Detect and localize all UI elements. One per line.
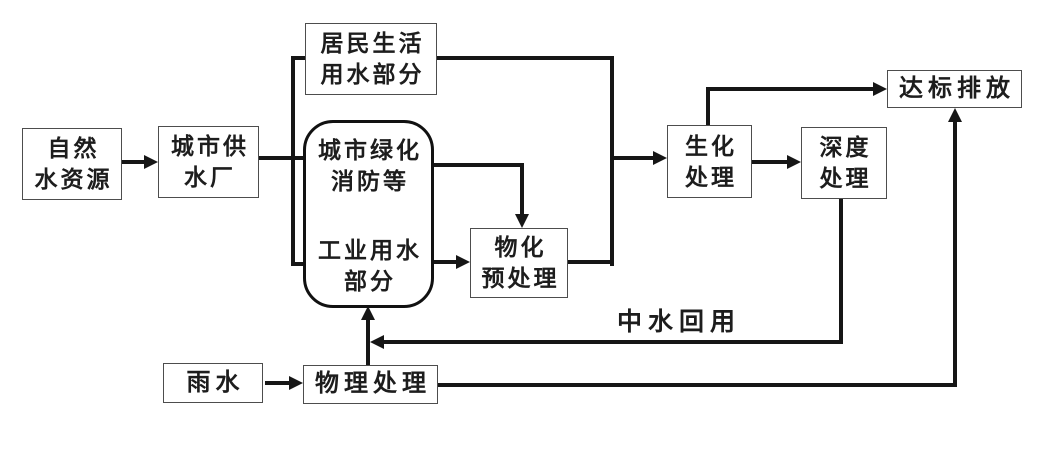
arrowhead-right-icon bbox=[456, 255, 470, 269]
edge-collector-vertical-line bbox=[610, 56, 614, 266]
node-label: 用水部分 bbox=[320, 62, 425, 87]
node-city-water-plant: 城市供 水厂 bbox=[158, 126, 259, 198]
node-label: 雨水 bbox=[186, 369, 245, 396]
edge-rainwater-to-physical-line bbox=[265, 381, 289, 385]
edge-plant-bus-bottom-line bbox=[291, 262, 305, 266]
node-physchem-pretreatment: 物化 预处理 bbox=[470, 228, 568, 298]
arrowhead-down-icon bbox=[515, 214, 529, 228]
node-label: 消防等 bbox=[331, 169, 409, 194]
arrowhead-right-icon bbox=[873, 82, 887, 96]
arrowhead-right-icon bbox=[289, 376, 303, 390]
edge-biochemical-to-discharge-v-line bbox=[706, 87, 710, 127]
node-label: 处理 bbox=[819, 166, 872, 191]
industrial-water-label-group: 工业用水 部分 bbox=[306, 235, 431, 297]
reclaimed-water-edge-label: 中水回用 bbox=[616, 309, 741, 336]
edge-biochemical-to-discharge-h-line bbox=[706, 87, 873, 91]
edge-biochemical-to-advanced-line bbox=[751, 160, 787, 164]
edge-industrial-to-pretreatment-line bbox=[433, 260, 458, 264]
greening-fire-label-group: 城市绿化 消防等 bbox=[306, 135, 431, 197]
node-label: 处理 bbox=[685, 164, 737, 190]
arrowhead-right-icon bbox=[144, 155, 158, 169]
edge-greening-to-pretreatment-h-line bbox=[433, 163, 524, 167]
node-biochemical-treatment: 生化 处理 bbox=[667, 125, 752, 198]
node-advanced-treatment: 深度 处理 bbox=[801, 127, 887, 199]
edge-greening-to-pretreatment-v-line bbox=[520, 163, 524, 214]
node-label: 水资源 bbox=[34, 167, 113, 192]
arrowhead-left-icon bbox=[370, 335, 384, 349]
node-label: 居民生活 bbox=[320, 31, 425, 56]
node-label: 生化 bbox=[685, 133, 737, 159]
edge-reclaimed-water-v-line bbox=[839, 197, 843, 344]
node-label: 物化 bbox=[494, 235, 547, 260]
edge-reclaimed-water-h-line bbox=[384, 340, 843, 344]
edge-plant-bus-vertical-line bbox=[291, 56, 295, 266]
node-label: 水厂 bbox=[184, 165, 236, 190]
node-label: 城市绿化 bbox=[318, 138, 422, 163]
node-standard-discharge: 达标排放 bbox=[887, 70, 1022, 108]
edge-physical-to-discharge-h-line bbox=[438, 383, 957, 387]
arrowhead-up-icon bbox=[948, 108, 962, 122]
node-natural-water-source: 自然 水资源 bbox=[22, 128, 122, 200]
edge-top-branch-line bbox=[291, 56, 614, 60]
edge-physical-to-reuse-line bbox=[366, 320, 370, 365]
node-label: 部分 bbox=[344, 269, 396, 294]
node-label: 达标排放 bbox=[899, 75, 1015, 102]
arrowhead-right-icon bbox=[653, 151, 667, 165]
node-greening-industrial-reuse: 城市绿化 消防等 工业用水 部分 bbox=[303, 120, 434, 308]
arrowhead-right-icon bbox=[787, 155, 801, 169]
node-rainwater: 雨水 bbox=[163, 363, 263, 403]
edge-physical-to-discharge-v-line bbox=[953, 122, 957, 387]
node-label: 城市供 bbox=[171, 134, 249, 159]
node-residential-water: 居民生活 用水部分 bbox=[305, 23, 437, 95]
node-label: 工业用水 bbox=[318, 238, 422, 263]
node-label: 物理处理 bbox=[315, 371, 431, 397]
node-label: 深度 bbox=[819, 135, 872, 160]
node-physical-treatment: 物理处理 bbox=[303, 365, 438, 404]
node-label: 预处理 bbox=[481, 266, 560, 291]
edge-pretreatment-to-collector-line bbox=[566, 260, 612, 264]
edge-collector-to-biochemical-line bbox=[612, 156, 653, 160]
node-label: 自然 bbox=[47, 136, 100, 161]
edge-natural-to-plant-line bbox=[122, 160, 144, 164]
arrowhead-up-icon bbox=[361, 306, 375, 320]
edge-plant-to-reuse-line bbox=[257, 156, 305, 160]
